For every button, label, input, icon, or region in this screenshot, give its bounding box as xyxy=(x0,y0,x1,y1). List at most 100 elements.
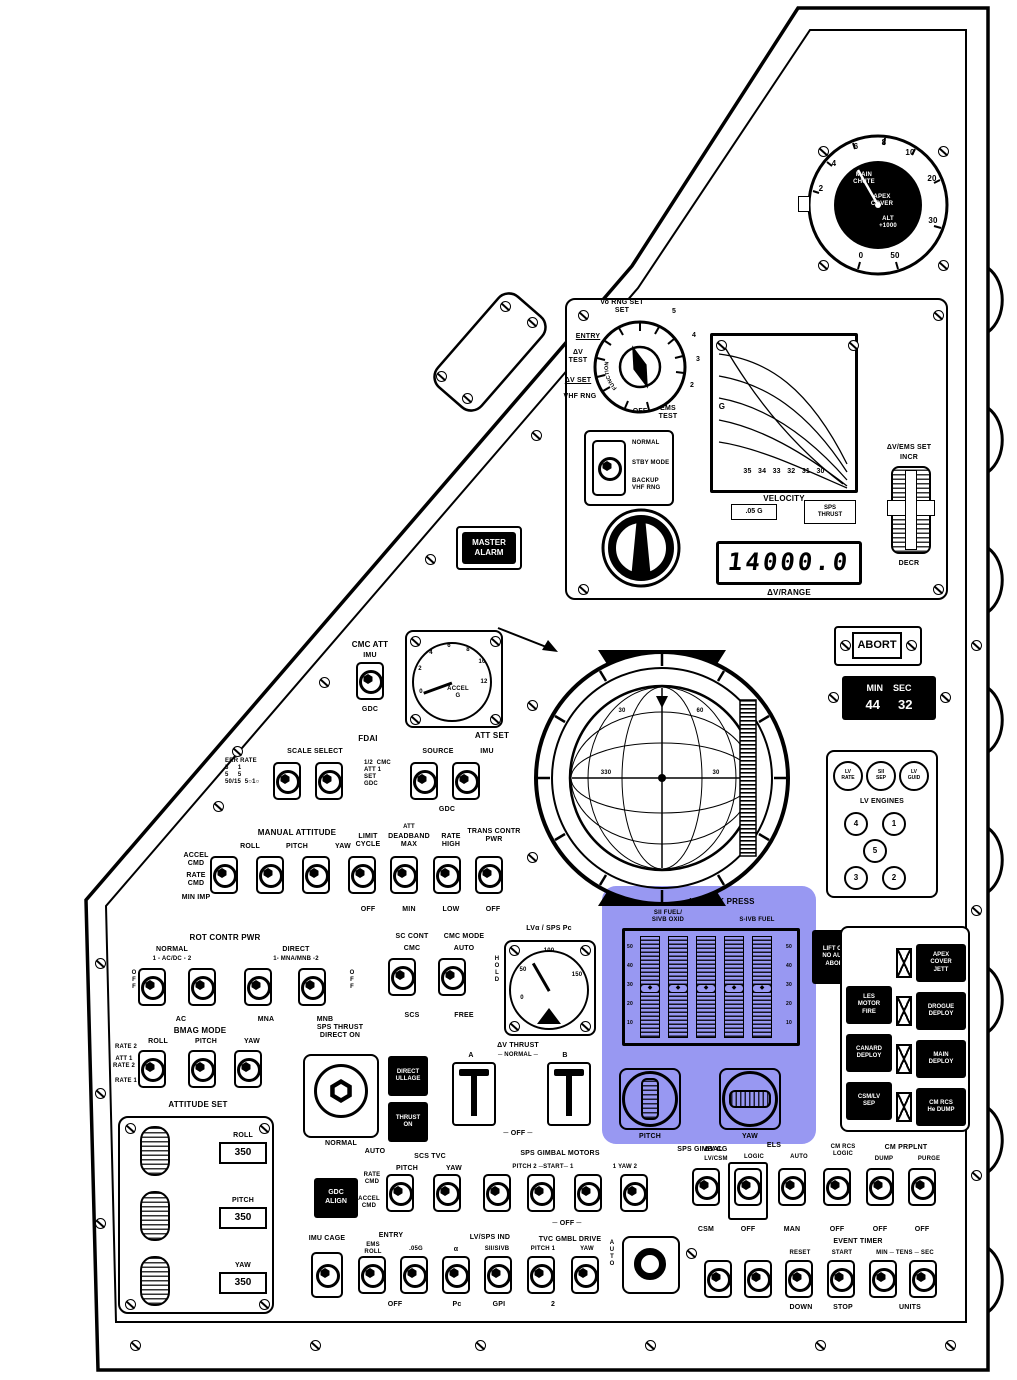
screw xyxy=(500,301,511,312)
event-timer-units-switch[interactable] xyxy=(909,1260,937,1298)
accel-tick: 4 xyxy=(429,650,433,656)
sps-thrust-title: SPS THRUST DIRECT ON xyxy=(316,1024,364,1040)
att-set-roll-thumbwheel[interactable] xyxy=(140,1126,170,1176)
event-timer-reset-switch[interactable] xyxy=(785,1260,813,1298)
att-set-pitch-thumbwheel[interactable] xyxy=(140,1191,170,1241)
els-switch-guard[interactable] xyxy=(896,1092,912,1122)
sps-thrust-rotary[interactable] xyxy=(314,1064,368,1118)
els-switch-guard[interactable] xyxy=(896,1044,912,1074)
bmag-yaw-label: YAW xyxy=(244,1038,260,1045)
trans-contr-pwr-switch[interactable] xyxy=(475,856,503,894)
les-motor-fire-switch[interactable]: LES MOTOR FIRE xyxy=(846,986,892,1024)
gimbal-motor-pitch-2-switch[interactable] xyxy=(527,1174,555,1212)
ems-function-dial[interactable]: FUNCTION xyxy=(585,312,695,424)
cmc-att-switch[interactable] xyxy=(356,662,384,700)
fdai-scale-switch-2[interactable] xyxy=(315,762,343,800)
rate-switch[interactable] xyxy=(433,856,461,894)
dv-ems-incr-label: INCR xyxy=(900,454,918,461)
pc-label: Pc xyxy=(452,1301,462,1308)
rot-mnb-label: MNB xyxy=(316,1016,334,1023)
bmag-pitch-label: PITCH xyxy=(195,1038,217,1045)
altimeter-tick: 30 xyxy=(928,216,938,225)
csm-lv-sep-switch[interactable]: CSM/LV SEP xyxy=(846,1082,892,1120)
screw xyxy=(436,371,447,382)
deadband-min-label: MIN xyxy=(402,906,416,913)
tvc-gmbl-yaw-switch[interactable] xyxy=(571,1256,599,1294)
event-timer-tens-switch[interactable] xyxy=(869,1260,897,1298)
event-timer-switch-2[interactable] xyxy=(744,1260,772,1298)
els-auto-switch[interactable] xyxy=(778,1168,806,1206)
gimbal-motor-pitch-1-switch[interactable] xyxy=(483,1174,511,1212)
att-set-yaw-thumbwheel[interactable] xyxy=(140,1256,170,1306)
att-deadband-switch[interactable] xyxy=(390,856,418,894)
altimeter-set-knob[interactable] xyxy=(798,196,810,212)
gimbal-motor-yaw-1-switch[interactable] xyxy=(574,1174,602,1212)
cm-prplnt-purge-switch[interactable] xyxy=(908,1168,936,1206)
ems-roll-switch[interactable] xyxy=(358,1256,386,1294)
direct-ullage-button[interactable]: DIRECT ULLAGE xyxy=(388,1056,428,1096)
sc-cont-title: SC CONT xyxy=(395,933,429,940)
drogue-deploy-switch[interactable]: DROGUE DEPLOY xyxy=(916,992,966,1030)
cm-prplnt-dump-switch[interactable] xyxy=(866,1168,894,1206)
main-deploy-switch[interactable]: MAIN DEPLOY xyxy=(916,1040,966,1078)
fdai-scale-switch-1[interactable] xyxy=(273,762,301,800)
els-switch-guard[interactable] xyxy=(896,948,912,978)
screw xyxy=(527,317,538,328)
fdai-att-set-switch[interactable] xyxy=(452,762,480,800)
limit-cycle-off-label: OFF xyxy=(360,906,376,913)
rot-normal-2-switch[interactable] xyxy=(188,968,216,1006)
dv-cg-switch[interactable] xyxy=(692,1168,720,1206)
lv-sps-gpi-switch[interactable] xyxy=(484,1256,512,1294)
fdai-source-switch[interactable] xyxy=(410,762,438,800)
cm-rcs-he-dump-switch[interactable]: CM RCS He DUMP xyxy=(916,1088,966,1126)
recovery-altimeter-gauge xyxy=(807,134,949,276)
limit-cycle-switch[interactable] xyxy=(348,856,376,894)
event-timer-switch-1[interactable] xyxy=(704,1260,732,1298)
scs-tvc-pitch-switch[interactable] xyxy=(386,1174,414,1212)
scs-tvc-yaw-switch[interactable] xyxy=(433,1174,461,1212)
bmag-roll-switch[interactable] xyxy=(138,1050,166,1088)
gdc-align-button[interactable]: GDC ALIGN xyxy=(314,1178,358,1218)
rot-direct-1-switch[interactable] xyxy=(244,968,272,1006)
bmag-pitch-switch[interactable] xyxy=(188,1050,216,1088)
att-set-pitch-counter: 350 xyxy=(219,1207,267,1229)
imu-cage-switch[interactable] xyxy=(311,1252,343,1298)
manual-attitude-roll-switch[interactable] xyxy=(210,856,238,894)
rot-direct-2-switch[interactable] xyxy=(298,968,326,1006)
tvc-gmbl-pitch-switch[interactable] xyxy=(527,1256,555,1294)
apex-cover-jett-switch[interactable]: APEX COVER JETT xyxy=(916,944,966,982)
master-alarm-button[interactable]: MASTER ALARM xyxy=(462,532,516,564)
gimbal-motor-yaw-2-switch[interactable] xyxy=(620,1174,648,1212)
thrust-on-button[interactable]: THRUST ON xyxy=(388,1102,428,1142)
sps-gimbal-pitch-thumbwheel[interactable] xyxy=(641,1078,659,1120)
lv-tank-pointer xyxy=(724,984,744,993)
tvc-accel-cmd-label: ACCEL CMD xyxy=(358,1196,380,1209)
ems-dial-dv-set-label: ΔV SET xyxy=(564,377,592,384)
ems-mode-switch[interactable] xyxy=(592,440,626,496)
dv-thrust-b-switch[interactable] xyxy=(547,1062,591,1126)
cm-rcs-logic-switch[interactable] xyxy=(823,1168,851,1206)
sps-gimbal-yaw-thumbwheel[interactable] xyxy=(729,1090,771,1108)
canard-deploy-switch[interactable]: CANARD DEPLOY xyxy=(846,1034,892,1072)
els-logic-switch[interactable] xyxy=(734,1168,762,1206)
manual-attitude-pitch-switch[interactable] xyxy=(256,856,284,894)
accel-tick: 10 xyxy=(478,659,486,665)
manual-attitude-yaw-switch[interactable] xyxy=(302,856,330,894)
els-switch-guard[interactable] xyxy=(896,996,912,1026)
cmc-mode-switch[interactable] xyxy=(438,958,466,996)
bmag-yaw-switch[interactable] xyxy=(234,1050,262,1088)
rot-mna-label: MNA xyxy=(257,1016,275,1023)
entry-05g-switch[interactable] xyxy=(400,1256,428,1294)
lv-sps-alpha-pc-switch[interactable] xyxy=(442,1256,470,1294)
dv-thrust-normal-label: ─ NORMAL ─ xyxy=(497,1052,539,1058)
event-timer-start-switch[interactable] xyxy=(827,1260,855,1298)
rot-normal-1-switch[interactable] xyxy=(138,968,166,1006)
dv-thrust-a-switch[interactable] xyxy=(452,1062,496,1126)
mission-timer-header: MIN SEC xyxy=(866,683,912,694)
att-label: ATT xyxy=(403,824,415,830)
screw xyxy=(95,1218,106,1229)
sivb-fuel-header: S-IVB FUEL xyxy=(739,917,775,923)
auto-button[interactable] xyxy=(634,1248,666,1280)
sc-cont-switch[interactable] xyxy=(388,958,416,996)
att-set-roll-label: ROLL xyxy=(233,1132,253,1139)
